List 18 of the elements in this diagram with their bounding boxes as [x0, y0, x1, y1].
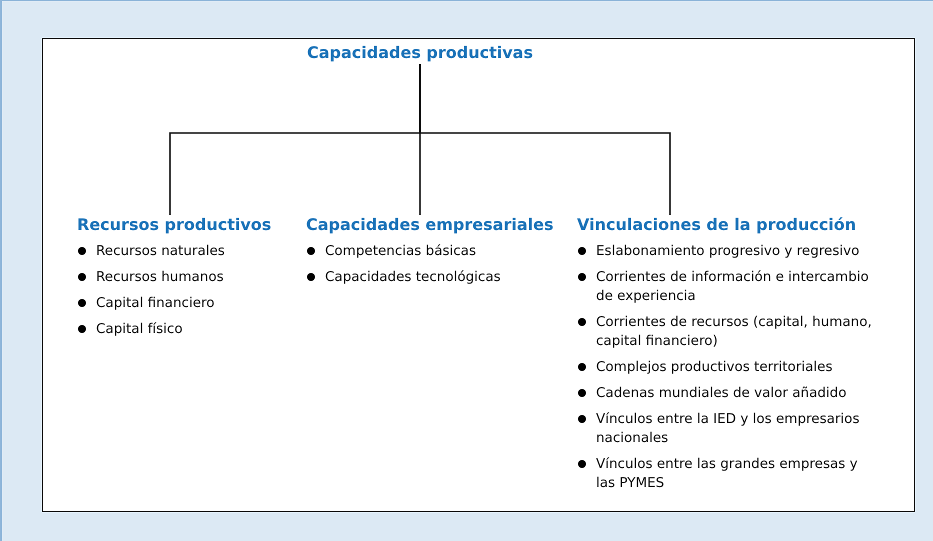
bullet-item: Corrientes de recursos (capital, humano, capital financiero) [577, 313, 877, 351]
column-heading: Capacidades empresariales [306, 215, 554, 234]
bullet-item: Cadenas mundiales de valor añadido [577, 384, 877, 403]
connector-line [419, 64, 671, 215]
title-text: Capacidades productivas [306, 43, 534, 62]
bullet-item: Corrientes de información e intercambio de experiencia [577, 268, 877, 306]
bullet-item: Capital físico [77, 320, 307, 339]
bullet-item: Eslabonamiento progresivo y regresivo [577, 242, 877, 261]
bullet-item: Recursos humanos [77, 268, 307, 287]
bullet-item: Vínculos entre la IED y los empresarios nacionales [577, 410, 877, 448]
bullet-item: Capacidades tecnológicas [306, 268, 566, 287]
bullet-item: Vínculos entre las grandes empresas y las PYMES [577, 455, 877, 493]
bullet-item: Competencias básicas [306, 242, 566, 261]
bullet-item: Capital financiero [77, 294, 307, 313]
bullet-item: Complejos productivos territoriales [577, 358, 877, 377]
column-heading: Recursos productivos [77, 215, 272, 234]
column-heading: Vinculaciones de la producción [577, 215, 858, 234]
bullet-item: Recursos naturales [77, 242, 307, 261]
